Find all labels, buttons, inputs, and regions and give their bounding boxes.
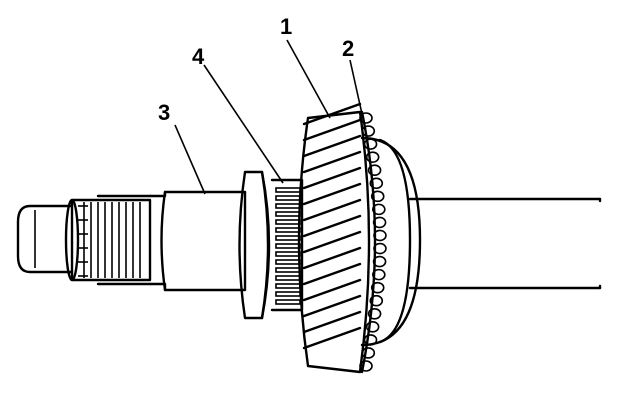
needle-roller [275, 291, 301, 297]
spring-coil [367, 307, 382, 320]
needle-roller [275, 195, 301, 201]
gear-tooth [302, 134, 362, 158]
gear-tooth [302, 182, 362, 206]
gear-tooth [302, 326, 362, 350]
gear-tooth [302, 150, 362, 174]
spring-coil [361, 125, 376, 137]
callout-2: 2 [342, 36, 354, 61]
gear-tooth [302, 230, 362, 254]
spring-coil [373, 242, 387, 255]
gear-tooth [302, 102, 362, 126]
shaft-tip [16, 204, 74, 274]
spring-coil [367, 164, 382, 177]
gear-tooth [302, 166, 362, 190]
callout-4: 4 [192, 44, 205, 69]
needle-roller [275, 203, 301, 209]
gear-tooth [302, 310, 362, 334]
needle-roller [275, 259, 301, 265]
spring-coil [372, 203, 386, 216]
spring-coil [372, 268, 386, 281]
callout-3: 3 [158, 100, 170, 125]
retaining-spring-ring [359, 110, 387, 374]
helical-gear [297, 102, 422, 374]
spring-coil [369, 177, 384, 190]
spring-coil [365, 321, 380, 333]
spring-coil [365, 151, 380, 163]
output-shaft [408, 197, 602, 290]
callout-1: 1 [280, 14, 292, 39]
needle-roller [275, 211, 301, 217]
spring-coil [370, 190, 385, 203]
spring-coil [359, 112, 373, 124]
needle-roller [275, 235, 301, 241]
gear-tooth [302, 198, 362, 222]
spring-coil [369, 294, 384, 307]
needle-roller [275, 219, 301, 225]
needle-roller [275, 267, 301, 273]
spring-coil [372, 216, 387, 229]
needle-roller [275, 227, 301, 233]
thrust-collar [238, 170, 271, 320]
gear-tooth [302, 214, 362, 238]
needle-roller [275, 243, 301, 249]
spring-coil [373, 229, 387, 242]
needle-roller [275, 187, 301, 193]
leader-lines [174, 39, 363, 195]
needle-roller [275, 275, 301, 281]
needle-roller [275, 299, 301, 305]
spring-coil [363, 138, 378, 150]
spring-coil [361, 347, 376, 359]
gear-tooth [302, 294, 362, 318]
spring-coil [370, 281, 385, 294]
gear-tooth [302, 278, 362, 302]
spline-section [64, 194, 152, 286]
needle-roller [275, 251, 301, 257]
gear-tooth [302, 246, 362, 270]
needle-roller [275, 283, 301, 289]
gear-tooth [302, 118, 362, 142]
needle-bearing [270, 178, 304, 312]
spring-coil [359, 360, 373, 372]
spring-coil [363, 334, 378, 346]
spring-coil [372, 255, 387, 268]
gear-tooth [302, 262, 362, 286]
bearing-journal [148, 190, 247, 292]
